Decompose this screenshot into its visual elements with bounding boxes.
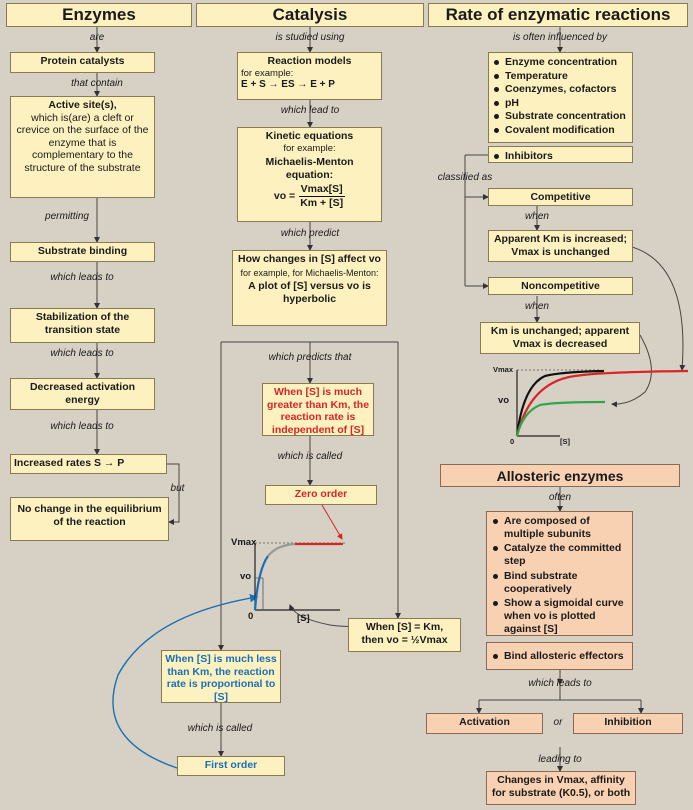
reaction-models-box: Reaction models for example: E + S → ES … <box>237 52 382 100</box>
protein-catalysts-box: Protein catalysts <box>10 52 155 73</box>
first-order-box: First order <box>177 756 285 776</box>
inhibitors-box: Inhibitors <box>488 146 633 163</box>
label-leads-3: which leads to <box>50 421 114 432</box>
bind-effectors-label: Bind allosteric effectors <box>493 650 628 663</box>
allosteric-prop-item: Are composed of multiple subunits <box>493 515 628 541</box>
for-mm: for example, for Michaelis-Menton: <box>240 267 379 278</box>
changes-box: Changes in Vmax, affinity for substrate … <box>486 771 636 805</box>
plot-hyperbolic: A plot of [S] versus vo is hyperbolic <box>248 280 371 305</box>
for-example-1: for example: <box>241 67 294 79</box>
competitive-box: Competitive <box>488 188 633 206</box>
how-changes-title: How changes in [S] affect vo <box>238 253 381 265</box>
factor-item: Temperature <box>494 70 629 83</box>
label-predict: which predict <box>280 228 340 239</box>
stabilization-box: Stabilization of the transition state <box>10 308 155 343</box>
label-called-2: which is called <box>187 723 253 734</box>
label-leads-1: which leads to <box>50 272 114 283</box>
mm-numerator: Vmax[S] <box>298 183 345 197</box>
mid-graph-vo: vo <box>240 571 252 582</box>
zero-order-box: Zero order <box>265 485 377 505</box>
label-when-2: when <box>525 301 549 312</box>
factor-item: Coenzymes, cofactors <box>494 83 629 96</box>
label-leads-2: which leads to <box>50 348 114 359</box>
increased-rates-box: Increased rates S → P <box>10 454 167 474</box>
when-equal-box: When [S] = Km, then vo = ½Vmax <box>348 618 461 652</box>
mid-graph-s: [S] <box>297 613 310 624</box>
reaction-models-title: Reaction models <box>267 55 352 67</box>
allosteric-prop-item: Catalyze the committed step <box>493 542 628 568</box>
allosteric-props-box: Are composed of multiple subunits Cataly… <box>486 511 633 636</box>
v0-label: vo = <box>273 189 296 202</box>
label-called-1: which is called <box>277 451 343 462</box>
right-graph-zero: 0 <box>510 437 515 446</box>
factor-item: pH <box>494 97 629 110</box>
mm-equation: vo = Vmax[S] Km + [S] <box>241 183 378 209</box>
header-enzymes: Enzymes <box>6 3 192 27</box>
bind-effectors-box: Bind allosteric effectors <box>486 642 633 670</box>
label-are: are <box>89 32 105 43</box>
no-change-box: No change in the equilibrium of the reac… <box>10 497 169 541</box>
inhibitors-label: Inhibitors <box>494 150 629 163</box>
when-equal-line1: When [S] = Km, <box>365 621 444 633</box>
label-permitting: permitting <box>45 211 89 222</box>
label-predicts-that: which predicts that <box>268 352 352 363</box>
active-site-title: Active site(s), <box>48 99 117 111</box>
header-catalysis: Catalysis <box>196 3 424 27</box>
mm-denominator: Km + [S] <box>300 196 344 209</box>
when-less-box: When [S] is much less than Km, the react… <box>161 650 281 703</box>
label-but: but <box>170 483 185 494</box>
right-graph-vo: vo <box>498 395 510 406</box>
active-site-body: which is(are) a cleft or crevice on the … <box>16 111 149 174</box>
when-greater-box: When [S] is much greater than Km, the re… <box>262 383 374 436</box>
noncompetitive-effect-box: Km is unchanged; apparent Vmax is decrea… <box>480 322 640 354</box>
factors-box: Enzyme concentration Temperature Coenzym… <box>488 52 633 143</box>
label-leading-to: leading to <box>538 754 582 765</box>
factor-item: Enzyme concentration <box>494 56 629 69</box>
decreased-activation-box: Decreased activation energy <box>10 378 155 410</box>
label-lead-to: which lead to <box>280 105 340 116</box>
competitive-effect-box: Apparent Km is increased; Vmax is unchan… <box>488 230 633 262</box>
label-that-contain: that contain <box>71 78 123 89</box>
active-site-box: Active site(s), which is(are) a cleft or… <box>10 96 155 198</box>
kinetic-title: Kinetic equations <box>265 130 354 142</box>
mid-graph-vmax: Vmax <box>231 537 257 548</box>
factor-item: Substrate concentration <box>494 110 629 123</box>
header-rate: Rate of enzymatic reactions <box>428 3 688 27</box>
for-example-2: for example: <box>283 142 336 154</box>
reaction-equation: E + S → ES → E + P <box>241 78 335 90</box>
label-influenced: is often influenced by <box>513 32 607 43</box>
label-or: or <box>553 717 563 728</box>
activation-box: Activation <box>426 713 543 734</box>
label-often: often <box>548 492 572 503</box>
substrate-binding-box: Substrate binding <box>10 242 155 262</box>
noncompetitive-box: Noncompetitive <box>488 277 633 295</box>
mm-title: Michaelis-Menton equation: <box>265 155 354 181</box>
allosteric-prop-item: Show a sigmoidal curve when vo is plotte… <box>493 597 628 636</box>
right-graph-vmax: Vmax <box>493 365 514 374</box>
label-leads-allosteric: which leads to <box>528 678 592 689</box>
mm-fraction: Vmax[S] Km + [S] <box>298 183 345 209</box>
how-changes-box: How changes in [S] affect vo for example… <box>232 250 387 326</box>
allosteric-enzymes-box: Allosteric enzymes <box>440 464 680 487</box>
label-when-1: when <box>525 211 549 222</box>
kinetic-equations-box: Kinetic equations for example: Michaelis… <box>237 127 382 222</box>
mid-graph-zero: 0 <box>248 611 254 622</box>
inhibition-graph <box>515 369 689 437</box>
when-equal-line2: then vo = ½Vmax <box>361 633 448 646</box>
label-classified: classified as <box>437 172 493 183</box>
label-studied: is studied using <box>275 32 345 43</box>
inhibition-box: Inhibition <box>573 713 683 734</box>
middle-graph <box>253 542 345 611</box>
right-graph-s: [S] <box>560 437 570 446</box>
allosteric-prop-item: Bind substrate cooperatively <box>493 570 628 596</box>
factor-item: Covalent modification <box>494 124 629 137</box>
